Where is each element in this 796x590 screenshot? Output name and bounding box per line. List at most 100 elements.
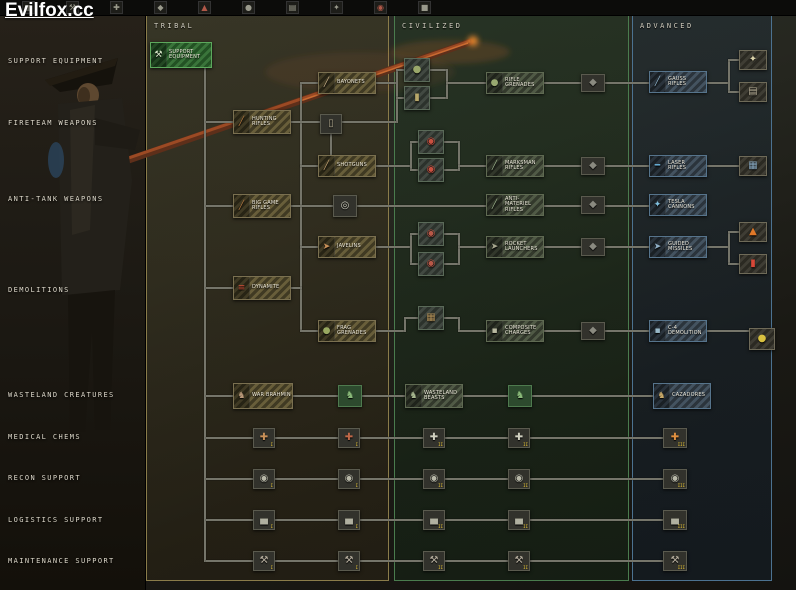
- tech-node-gauge-choice-2[interactable]: ◉: [418, 252, 444, 276]
- tech-node-big-game-rifles[interactable]: ╱Big Game Rifles: [233, 194, 291, 218]
- tech-node-medical-chems-2[interactable]: ✚I: [338, 428, 360, 448]
- connector-line: [605, 82, 649, 84]
- tech-node-frag-grenades[interactable]: ●Frag Grenades: [318, 320, 376, 342]
- tech-node-c4-demolition[interactable]: ▪C-4 Demolition: [649, 320, 707, 342]
- tech-node-scope[interactable]: ◎: [333, 195, 357, 217]
- tech-node-ammo-choice[interactable]: ▮: [404, 86, 430, 110]
- bonus-weapon-2-icon: ▤: [748, 86, 758, 97]
- topbar-tab-3[interactable]: ✚: [110, 1, 123, 14]
- tech-label: Hunting Rifles: [252, 115, 277, 127]
- tech-node-mine-choice-2[interactable]: ◉: [418, 158, 444, 182]
- tech-node-recon-support-5[interactable]: ◉III: [663, 469, 687, 489]
- level-pips: I: [270, 524, 273, 529]
- topbar-tab-6[interactable]: ●: [242, 1, 255, 14]
- tech-node-dynamite[interactable]: ≡Dynamite: [233, 276, 291, 300]
- tech-node-maintenance-support-4[interactable]: ⚒II: [508, 551, 530, 571]
- tech-node-bonus-weapon-1[interactable]: ✦: [739, 50, 767, 70]
- topbar-tab-1[interactable]: ▦: [22, 1, 35, 14]
- sidebar-category-1: Support Equipment: [8, 57, 104, 65]
- recon-support-1-icon: ◉: [259, 473, 269, 484]
- tech-node-bonus-thermal[interactable]: ▮: [739, 254, 767, 274]
- tech-node-recon-support-1[interactable]: ◉I: [253, 469, 275, 489]
- tech-node-mine-choice-1[interactable]: ◉: [418, 130, 444, 154]
- tech-node-medical-chems-1[interactable]: ✚I: [253, 428, 275, 448]
- tech-node-medical-chems-4[interactable]: ✚II: [508, 428, 530, 448]
- tech-node-medical-chems-3[interactable]: ✚II: [423, 428, 445, 448]
- tech-node-bayonets[interactable]: ╱Bayonets: [318, 72, 376, 94]
- tech-node-javelins[interactable]: ➤Javelins: [318, 236, 376, 258]
- tech-node-war-brahmin[interactable]: ♞War Brahmin: [233, 383, 293, 409]
- tech-node-beast-handler-2[interactable]: ♞: [508, 385, 532, 407]
- logistics-support-4-icon: ▄: [515, 514, 523, 525]
- tech-node-ammo-stock[interactable]: ▯: [320, 114, 342, 134]
- tech-node-maintenance-support-2[interactable]: ⚒I: [338, 551, 360, 571]
- tech-node-maintenance-support-1[interactable]: ⚒I: [253, 551, 275, 571]
- tech-node-gauss-rifles[interactable]: ╱Gauss Rifles: [649, 71, 707, 93]
- tech-node-rocket-launchers[interactable]: ➤Rocket Launchers: [486, 236, 544, 258]
- tech-node-shotguns[interactable]: ╱Shotguns: [318, 155, 376, 177]
- topbar-tab-5[interactable]: ▲: [198, 1, 211, 14]
- tech-node-bonus-weapon-2[interactable]: ▤: [739, 82, 767, 102]
- tech-node-logistics-support-2[interactable]: ▄I: [338, 510, 360, 530]
- topbar-tab-10[interactable]: ■: [418, 1, 431, 14]
- column-header-advanced: Advanced: [640, 22, 694, 30]
- tech-label: Tesla Cannons: [668, 198, 695, 210]
- ammo-choice-icon: ▮: [414, 92, 420, 103]
- tech-node-junction-4[interactable]: ◆: [581, 238, 605, 256]
- tech-label: Bayonets: [337, 79, 365, 86]
- bonus-thermal-icon: ▮: [750, 258, 756, 269]
- topbar-tab-2[interactable]: ⚒: [66, 1, 79, 14]
- tech-node-support-equipment[interactable]: ⚒Support Equipment: [150, 42, 212, 68]
- tech-node-grenade-choice[interactable]: ●: [404, 58, 430, 82]
- tech-node-medical-chems-5[interactable]: ✚III: [663, 428, 687, 448]
- tech-node-bonus-incendiary[interactable]: ▲: [739, 222, 767, 242]
- tech-node-recon-support-4[interactable]: ◉II: [508, 469, 530, 489]
- sidebar-category-4: Demolitions: [8, 286, 70, 294]
- tech-node-junction-3[interactable]: ◆: [581, 196, 605, 214]
- tech-node-junction-2[interactable]: ◆: [581, 157, 605, 175]
- tech-node-rifle-grenades[interactable]: ●Rifle Grenades: [486, 72, 544, 94]
- connector-line: [458, 317, 460, 332]
- tech-node-maintenance-support-3[interactable]: ⚒II: [423, 551, 445, 571]
- tech-node-beast-handler-1[interactable]: ♞: [338, 385, 362, 407]
- medical-chems-3-icon: ✚: [429, 432, 439, 443]
- connector-line: [544, 82, 581, 84]
- tech-node-logistics-support-1[interactable]: ▄I: [253, 510, 275, 530]
- tech-node-marksman-rifles[interactable]: ╱Marksman Rifles: [486, 155, 544, 177]
- tech-node-logistics-support-3[interactable]: ▄II: [423, 510, 445, 530]
- recon-support-2-icon: ◉: [344, 473, 354, 484]
- tech-label: Javelins: [337, 243, 361, 250]
- tech-node-junction-5[interactable]: ◆: [581, 322, 605, 340]
- tech-node-junction-1[interactable]: ◆: [581, 74, 605, 92]
- tech-node-composite-charges[interactable]: ▪Composite Charges: [486, 320, 544, 342]
- tech-node-logistics-support-4[interactable]: ▄II: [508, 510, 530, 530]
- connector-line: [544, 330, 581, 332]
- topbar-tab-9[interactable]: ◉: [374, 1, 387, 14]
- bonus-grenade-icon: ●: [757, 333, 767, 344]
- topbar-tab-8[interactable]: ✦: [330, 1, 343, 14]
- tech-node-maintenance-support-5[interactable]: ⚒III: [663, 551, 687, 571]
- level-pips: II: [523, 483, 528, 488]
- connector-line: [291, 121, 320, 123]
- beast-handler-2-icon: ♞: [515, 390, 525, 401]
- tech-node-logistics-support-5[interactable]: ▄III: [663, 510, 687, 530]
- tech-node-recon-support-3[interactable]: ◉II: [423, 469, 445, 489]
- tech-node-anti-materiel-rifles[interactable]: ╱Anti-Materiel Rifles: [486, 194, 544, 216]
- tech-node-bonus-optics[interactable]: ▦: [739, 156, 767, 176]
- tech-node-gauge-choice-1[interactable]: ◉: [418, 222, 444, 246]
- connector-line: [544, 205, 581, 207]
- tech-node-wasteland-beasts[interactable]: ♞Wasteland Beasts: [405, 384, 463, 408]
- dynamite-icon: ≡: [234, 277, 250, 299]
- tech-node-recon-support-2[interactable]: ◉I: [338, 469, 360, 489]
- tech-node-supply-crate[interactable]: ▦: [418, 306, 444, 330]
- tech-node-tesla-cannons[interactable]: ✦Tesla Cannons: [649, 194, 707, 216]
- tech-node-guided-missiles[interactable]: ➤Guided Missiles: [649, 236, 707, 258]
- connector-line: [410, 141, 418, 143]
- level-pips: I: [355, 565, 358, 570]
- tech-node-cazadores[interactable]: ♞Cazadores: [653, 383, 711, 409]
- tech-node-hunting-rifles[interactable]: ╱Hunting Rifles: [233, 110, 291, 134]
- topbar-tab-4[interactable]: ◆: [154, 1, 167, 14]
- tech-node-laser-rifles[interactable]: ━Laser Rifles: [649, 155, 707, 177]
- topbar-tab-7[interactable]: ▤: [286, 1, 299, 14]
- tech-node-bonus-grenade[interactable]: ●: [749, 328, 775, 350]
